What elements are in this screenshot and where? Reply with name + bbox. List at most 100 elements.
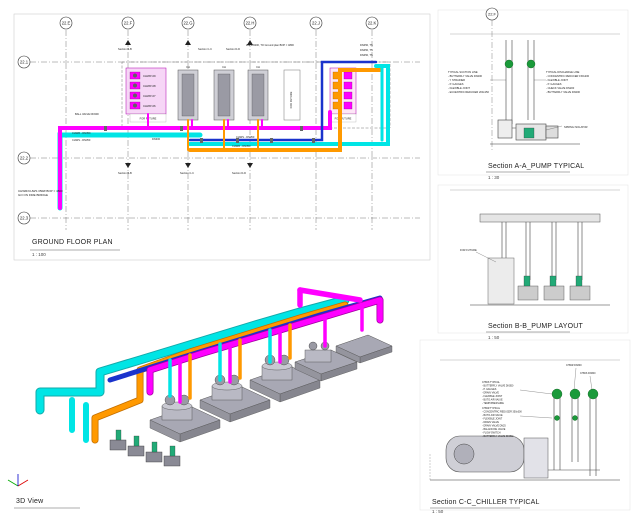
plan-scale: 1 : 100 xyxy=(32,252,46,257)
grid-label-22-1: 22.1 xyxy=(20,60,29,65)
sectionA-right-1: - CONCENTRIC REDUCER 150x200 xyxy=(546,74,590,78)
grid-label-22F: 22.F xyxy=(124,21,133,26)
dn-list-0: DN450, TS xyxy=(360,43,373,47)
dn-list-1: DN450, TS xyxy=(360,48,373,52)
chws-label-mid: CHWS - DN350 xyxy=(236,135,255,139)
sectionB-future: FOR FUTURE xyxy=(460,248,477,252)
grid-bubble-22K xyxy=(365,16,379,30)
riser-note: CHWR/CHWS 350Ø BOP = 4800 GO ON FIRE BRI… xyxy=(18,190,63,197)
sectionA-left-5: - ECCENTRIC REDUCER 200x150 xyxy=(448,90,489,94)
sectionC-note-15: - BUTTERFLY VALVE DN350 xyxy=(482,435,514,438)
sectionA-left-1: - BUTTERFLY VALVE DN200 xyxy=(448,74,483,78)
grid-label-22J: 22.J xyxy=(312,21,320,26)
grid-bubble-22-1 xyxy=(17,55,31,69)
sectionA-grid-label: 22.F xyxy=(488,12,497,17)
sectionC-note-10: - FLEXIBLE JOINT xyxy=(482,418,503,421)
sectionC-tag-chws: CHWS DN300 xyxy=(580,372,596,375)
sectionC-note-1: - BUTTERFLY VALVE DN350 xyxy=(482,385,514,388)
for-future-right: FOR FUTURE xyxy=(335,117,352,121)
sectionC-scale: 1 : 50 xyxy=(432,509,444,514)
sectionA-spring: SPRING ISOLATOR xyxy=(564,125,588,129)
pumps-3d xyxy=(109,429,181,467)
grid-bubble-22H xyxy=(243,16,257,30)
ball-valve-note: BALL VALVE DN300 xyxy=(75,112,99,116)
pump-tag-3: CHWP-06 xyxy=(143,104,156,108)
grid-label-22E: 22.E xyxy=(62,21,71,26)
grid-bubble-22F xyxy=(121,16,135,30)
grid-bubble-22-3 xyxy=(17,211,31,225)
sectionC-note-2: - P. GAUGES xyxy=(482,388,497,391)
pump-skid-left: CHWP-09 CHWP-08 CHWP-07 CHWP-06 FOR FUTU… xyxy=(125,67,167,123)
view3d-title: 3D View xyxy=(16,498,44,505)
sectionA-scale: 1 : 30 xyxy=(488,175,500,180)
sectionC-title: Section C-C_CHILLER TYPICAL xyxy=(432,499,540,506)
sectionA-right-3: - P. GAUGES xyxy=(546,82,562,86)
dn300-label: DN300 xyxy=(152,137,161,141)
sectionB-scale: 1 : 50 xyxy=(488,335,500,340)
grid-bubble-22-2 xyxy=(17,151,31,165)
plan-view-frame xyxy=(13,13,431,261)
section-tag-cc-bot: Section C-C xyxy=(180,171,194,175)
sectionA-right-4: - CHECK VALVE DN200 xyxy=(546,86,575,90)
sectionA-right-2: - FLEXIBLE JOINT xyxy=(546,78,568,82)
sectionC-note-8: - CONCENTRIC REDUCER 350x300 xyxy=(482,411,522,414)
section-c-chiller-typical: CHWS TYPICAL - BUTTERFLY VALVE DN350 - P… xyxy=(429,359,620,509)
chwr-label-mid: CHWR - DN350 xyxy=(232,144,251,148)
plan-pipes xyxy=(57,60,390,211)
sectionA-right-5: - BUTTERFLY VALVE DN200 xyxy=(546,90,581,94)
ground-floor-plan: 22.E 22.F 22.G 22.H 22.J 22.K 22.1 22.2 … xyxy=(17,16,420,251)
chws-main-label: CHWS - DN350 xyxy=(72,138,91,142)
sectionC-note-0: CHWS TYPICAL xyxy=(482,381,501,384)
pump-tag-1: CHWP-08 xyxy=(143,84,156,88)
sectionC-note-7: CHWR TYPICAL xyxy=(482,407,501,410)
sectionC-note-14: - FLOW SWITCH xyxy=(482,432,501,435)
pump-skid-right: FOR FUTURE xyxy=(329,67,357,123)
section-tag-bb-bot: Section B-B xyxy=(118,171,132,175)
sectionC-frame xyxy=(419,339,631,511)
sectionC-note-5: - BUTO AIR VALVE xyxy=(482,399,503,402)
pipes-3d xyxy=(35,287,384,444)
sectionC-note-9: - BUTO AIR VALVE xyxy=(482,414,503,417)
sectionA-frame xyxy=(437,9,629,176)
chiller-tag-1: CH xyxy=(186,65,190,69)
sectionA-right-0: TYPICAL DISCHARGE LINE xyxy=(546,70,580,74)
chiller-tag-2: CH xyxy=(222,65,226,69)
dn-list-2: DN450, TS xyxy=(360,53,373,57)
chiller-tag-3: CH xyxy=(256,65,260,69)
sectionB-title: Section B-B_PUMP LAYOUT xyxy=(488,323,583,330)
section-tag-bb-top: Section B-B xyxy=(118,47,132,51)
sectionC-note-12: - DRAIN VALVE DN25 xyxy=(482,425,506,428)
axis-triad xyxy=(7,474,29,487)
grid-label-22G: 22.G xyxy=(183,21,192,26)
chillers-plan: FOR FUTURE CH CH CH xyxy=(177,65,301,121)
grid-label-22H: 22.H xyxy=(246,21,255,26)
for-future-chiller: FOR FUTURE xyxy=(289,91,293,108)
sectionB-frame xyxy=(437,184,629,334)
sectionC-note-13: - BALANCING VALVE xyxy=(482,428,506,431)
pump-tag-0: CHWP-09 xyxy=(143,74,156,78)
section-tag-cc-top: Section C-C xyxy=(198,47,212,51)
section-b-pump-layout: FOR FUTURE xyxy=(450,189,620,333)
grid-bubble-22G xyxy=(181,16,195,30)
view-3d xyxy=(7,287,393,509)
sectionC-note-4: - FLEXIBLE JOINT xyxy=(482,395,503,398)
grid-bubble-22J xyxy=(309,16,323,30)
grid-label-22K: 22.K xyxy=(368,21,377,26)
section-a-pump-typical: 22.F TYPICAL SUCTION LINE - BUTTERFLY VA… xyxy=(448,7,620,173)
top-note: WE DN300, TO Ground plan BOP = 4800 xyxy=(246,43,294,47)
section-tag-dd-bot: Section D-D xyxy=(232,171,246,175)
sectionC-note-3: - DRAIN VALVE xyxy=(482,392,499,395)
grid-label-22-2: 22.2 xyxy=(20,156,29,161)
sectionA-title: Section A-A_PUMP TYPICAL xyxy=(488,163,585,170)
sectionC-note-6: - TEMP/PRESSURE xyxy=(482,402,504,405)
sectionA-left-0: TYPICAL SUCTION LINE xyxy=(448,70,478,74)
chwr-main-label: CHWR - DN350 xyxy=(72,131,91,135)
section-markers xyxy=(125,40,253,168)
sectionC-note-11: - DRAIN VALVE xyxy=(482,421,499,424)
section-tag-dd-top: Section D-D xyxy=(226,47,240,51)
sectionA-left-2: - Y STRAINER xyxy=(448,78,465,82)
grid-label-22-3: 22.3 xyxy=(20,216,29,221)
sectionC-tag-chwr: CHWR DN300 xyxy=(566,364,582,367)
sectionA-left-4: - FLEXIBLE JOINT xyxy=(448,86,470,90)
